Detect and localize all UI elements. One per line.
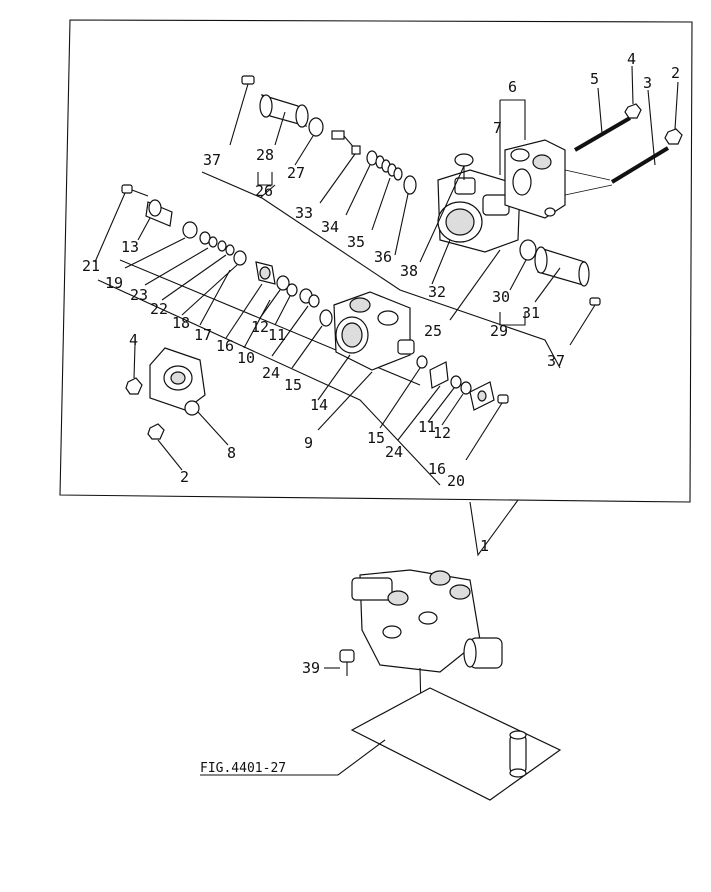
callout-label: 8	[227, 444, 236, 462]
o-ring-part-27	[294, 117, 324, 166]
bracket-29	[499, 312, 526, 326]
cap-part-13	[137, 199, 173, 241]
tie-rod-part-5	[573, 87, 632, 152]
callout-label: 30	[492, 288, 510, 306]
callout-label: 38	[400, 262, 418, 280]
callout-label: 2	[671, 64, 680, 82]
seal-part-24	[271, 288, 320, 357]
callout-label: 19	[105, 274, 123, 292]
nut-part-2-upper	[664, 81, 683, 145]
bolt-part-21	[94, 184, 149, 263]
sleeve-part-19	[124, 221, 198, 269]
callout-label: 3	[643, 74, 652, 92]
callout-label: 16	[216, 337, 234, 355]
callout-label: 36	[374, 248, 392, 266]
callout-label: 35	[347, 233, 365, 251]
callout-label: 11	[418, 418, 436, 436]
exploded-view-frame	[59, 19, 693, 503]
callout-label: 28	[256, 146, 274, 164]
bolt-part-20	[465, 394, 509, 461]
flange-part-16-right	[397, 361, 449, 441]
callout-label: 15	[284, 376, 302, 394]
bracket-26	[257, 172, 273, 186]
callout-label: 31	[522, 304, 540, 322]
pilot-part-31	[534, 246, 590, 303]
spring-part-35	[371, 155, 403, 231]
washer-part-11	[274, 283, 298, 326]
callout-label: 13	[121, 238, 139, 256]
o-ring-part-15-right	[379, 355, 428, 429]
plug-part-37	[229, 75, 255, 146]
ring-part-10	[243, 299, 271, 349]
o-ring-part-12-right	[441, 381, 472, 426]
callout-label: 27	[287, 164, 305, 182]
o-ring-part-36	[394, 175, 417, 256]
callout-label: 39	[302, 659, 320, 677]
washer-part-22	[161, 240, 235, 301]
mounting-plate	[350, 687, 562, 801]
callout-label: 22	[150, 300, 168, 318]
callout-label: 21	[82, 257, 100, 275]
callout-label: 29	[490, 322, 508, 340]
callout-label: 24	[385, 443, 403, 461]
bolt-part-33	[319, 130, 361, 204]
callout-label: 4	[627, 50, 636, 68]
callout-label: 1	[480, 537, 489, 555]
callout-label: 16	[428, 460, 446, 478]
o-ring-part-15	[291, 309, 333, 369]
callout-label: 24	[262, 364, 280, 382]
callout-label: 18	[172, 314, 190, 332]
o-ring-part-30	[509, 239, 537, 291]
callout-label: 4	[129, 331, 138, 349]
housing-part-8	[149, 347, 229, 446]
callout-label: 26	[255, 182, 273, 200]
callout-label: 37	[547, 352, 565, 370]
washer-part-11-right	[427, 375, 462, 423]
valve-body-part-9	[317, 291, 415, 431]
callout-label: 33	[295, 204, 313, 222]
callout-label: 34	[321, 218, 339, 236]
seal-part-17	[199, 269, 231, 326]
nut-part-4	[624, 65, 642, 119]
spool-part-23	[144, 231, 218, 286]
callout-label: 12	[433, 424, 451, 442]
callout-label: 14	[310, 396, 328, 414]
plug-part-37-lower	[569, 297, 601, 346]
flange-part-16	[225, 261, 276, 339]
callout-label: 32	[428, 283, 446, 301]
figure-reference-leader	[200, 739, 386, 776]
callout-label: 25	[424, 322, 442, 340]
callout-label: 11	[268, 326, 286, 344]
nut-part-4-lower	[125, 344, 143, 395]
valve-block-part-6	[499, 99, 613, 219]
callout-label: 15	[367, 429, 385, 447]
callout-label: 2	[180, 468, 189, 486]
callout-label: 6	[508, 78, 517, 96]
assembly-pointer	[469, 499, 519, 557]
callout-label: 9	[304, 434, 313, 452]
figure-reference: FIG.4401-27	[200, 761, 286, 776]
bolt-part-39	[324, 649, 355, 676]
callout-label: 10	[237, 349, 255, 367]
callout-label: 17	[194, 326, 212, 344]
nut-part-2-lower	[147, 423, 183, 471]
callout-label: 20	[447, 472, 465, 490]
callout-label: 37	[203, 151, 221, 169]
callout-label: 23	[130, 286, 148, 304]
callout-label: 5	[590, 70, 599, 88]
callout-label: 12	[251, 318, 269, 336]
tie-rod-part-3	[610, 89, 670, 184]
cover-part-24-right	[469, 381, 495, 411]
callout-label: 7	[493, 119, 502, 137]
cover-part-28	[259, 94, 309, 146]
